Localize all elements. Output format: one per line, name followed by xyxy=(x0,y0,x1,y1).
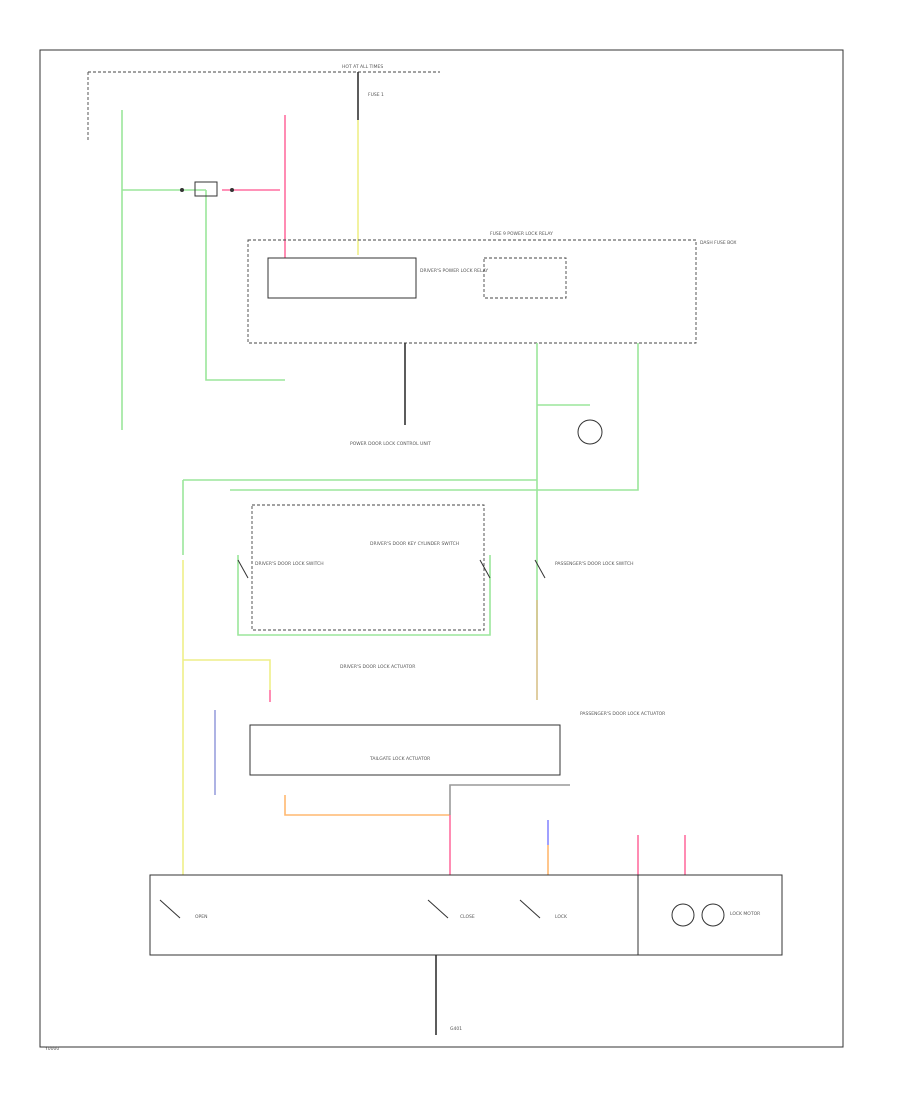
wire-orange xyxy=(284,795,450,816)
relay-fuse-box xyxy=(483,257,567,299)
door-lock-module xyxy=(251,504,485,631)
key-lock-label: DRIVER'S DOOR KEY CYLINDER SWITCH xyxy=(370,541,459,547)
wire-yellow-branch xyxy=(183,659,271,690)
motor-right xyxy=(701,903,725,927)
lock-label: LOCK xyxy=(555,914,568,920)
door-lock-l-label: DRIVER'S DOOR LOCK SWITCH xyxy=(255,561,324,567)
dash-fuse-label: DASH FUSE BOX xyxy=(700,240,737,246)
wire-green-module xyxy=(237,555,491,636)
ground-label: G401 xyxy=(450,1026,462,1032)
switch-right xyxy=(479,559,491,579)
indicator-lamp xyxy=(577,419,603,445)
relay-fuse-label: FUSE 9 POWER LOCK RELAY xyxy=(490,231,553,237)
fuse-1-label: FUSE 1 xyxy=(368,92,384,98)
wire-gray-rise xyxy=(449,784,570,815)
figure-code: Y0000 xyxy=(44,1046,59,1052)
switch-open xyxy=(159,899,181,919)
power-door-unit xyxy=(149,874,783,956)
wire-green-far-right xyxy=(230,343,639,491)
tailgate-actuator xyxy=(249,724,561,776)
hot-at-all-times-label: HOT AT ALL TIMES xyxy=(342,64,383,70)
switch-close xyxy=(427,899,449,919)
switch-left xyxy=(237,559,249,579)
open-label: OPEN xyxy=(195,914,207,920)
close-label: CLOSE xyxy=(460,914,475,920)
actuator-l-label: DRIVER'S DOOR LOCK ACTUATOR xyxy=(340,664,415,670)
door-lock-r-label: PASSENGER'S DOOR LOCK SWITCH xyxy=(555,561,634,567)
switch-lock xyxy=(519,899,541,919)
wire-green-to-relay xyxy=(205,190,285,381)
relay-power-label: DRIVER'S POWER LOCK RELAY xyxy=(420,268,488,274)
actuator-r-label: PASSENGER'S DOOR LOCK ACTUATOR xyxy=(580,711,665,717)
motor-label: LOCK MOTOR xyxy=(730,911,760,917)
central-lock-label: POWER DOOR LOCK CONTROL UNIT xyxy=(350,441,431,447)
motor-left xyxy=(671,903,695,927)
relay-power-box xyxy=(267,257,417,299)
switch-far-right xyxy=(534,559,546,579)
connector-junction-top xyxy=(194,181,218,197)
dash-fuse-box xyxy=(247,239,697,344)
tailgate-label: TAILGATE LOCK ACTUATOR xyxy=(369,756,430,762)
diagram-frame xyxy=(39,49,844,1048)
